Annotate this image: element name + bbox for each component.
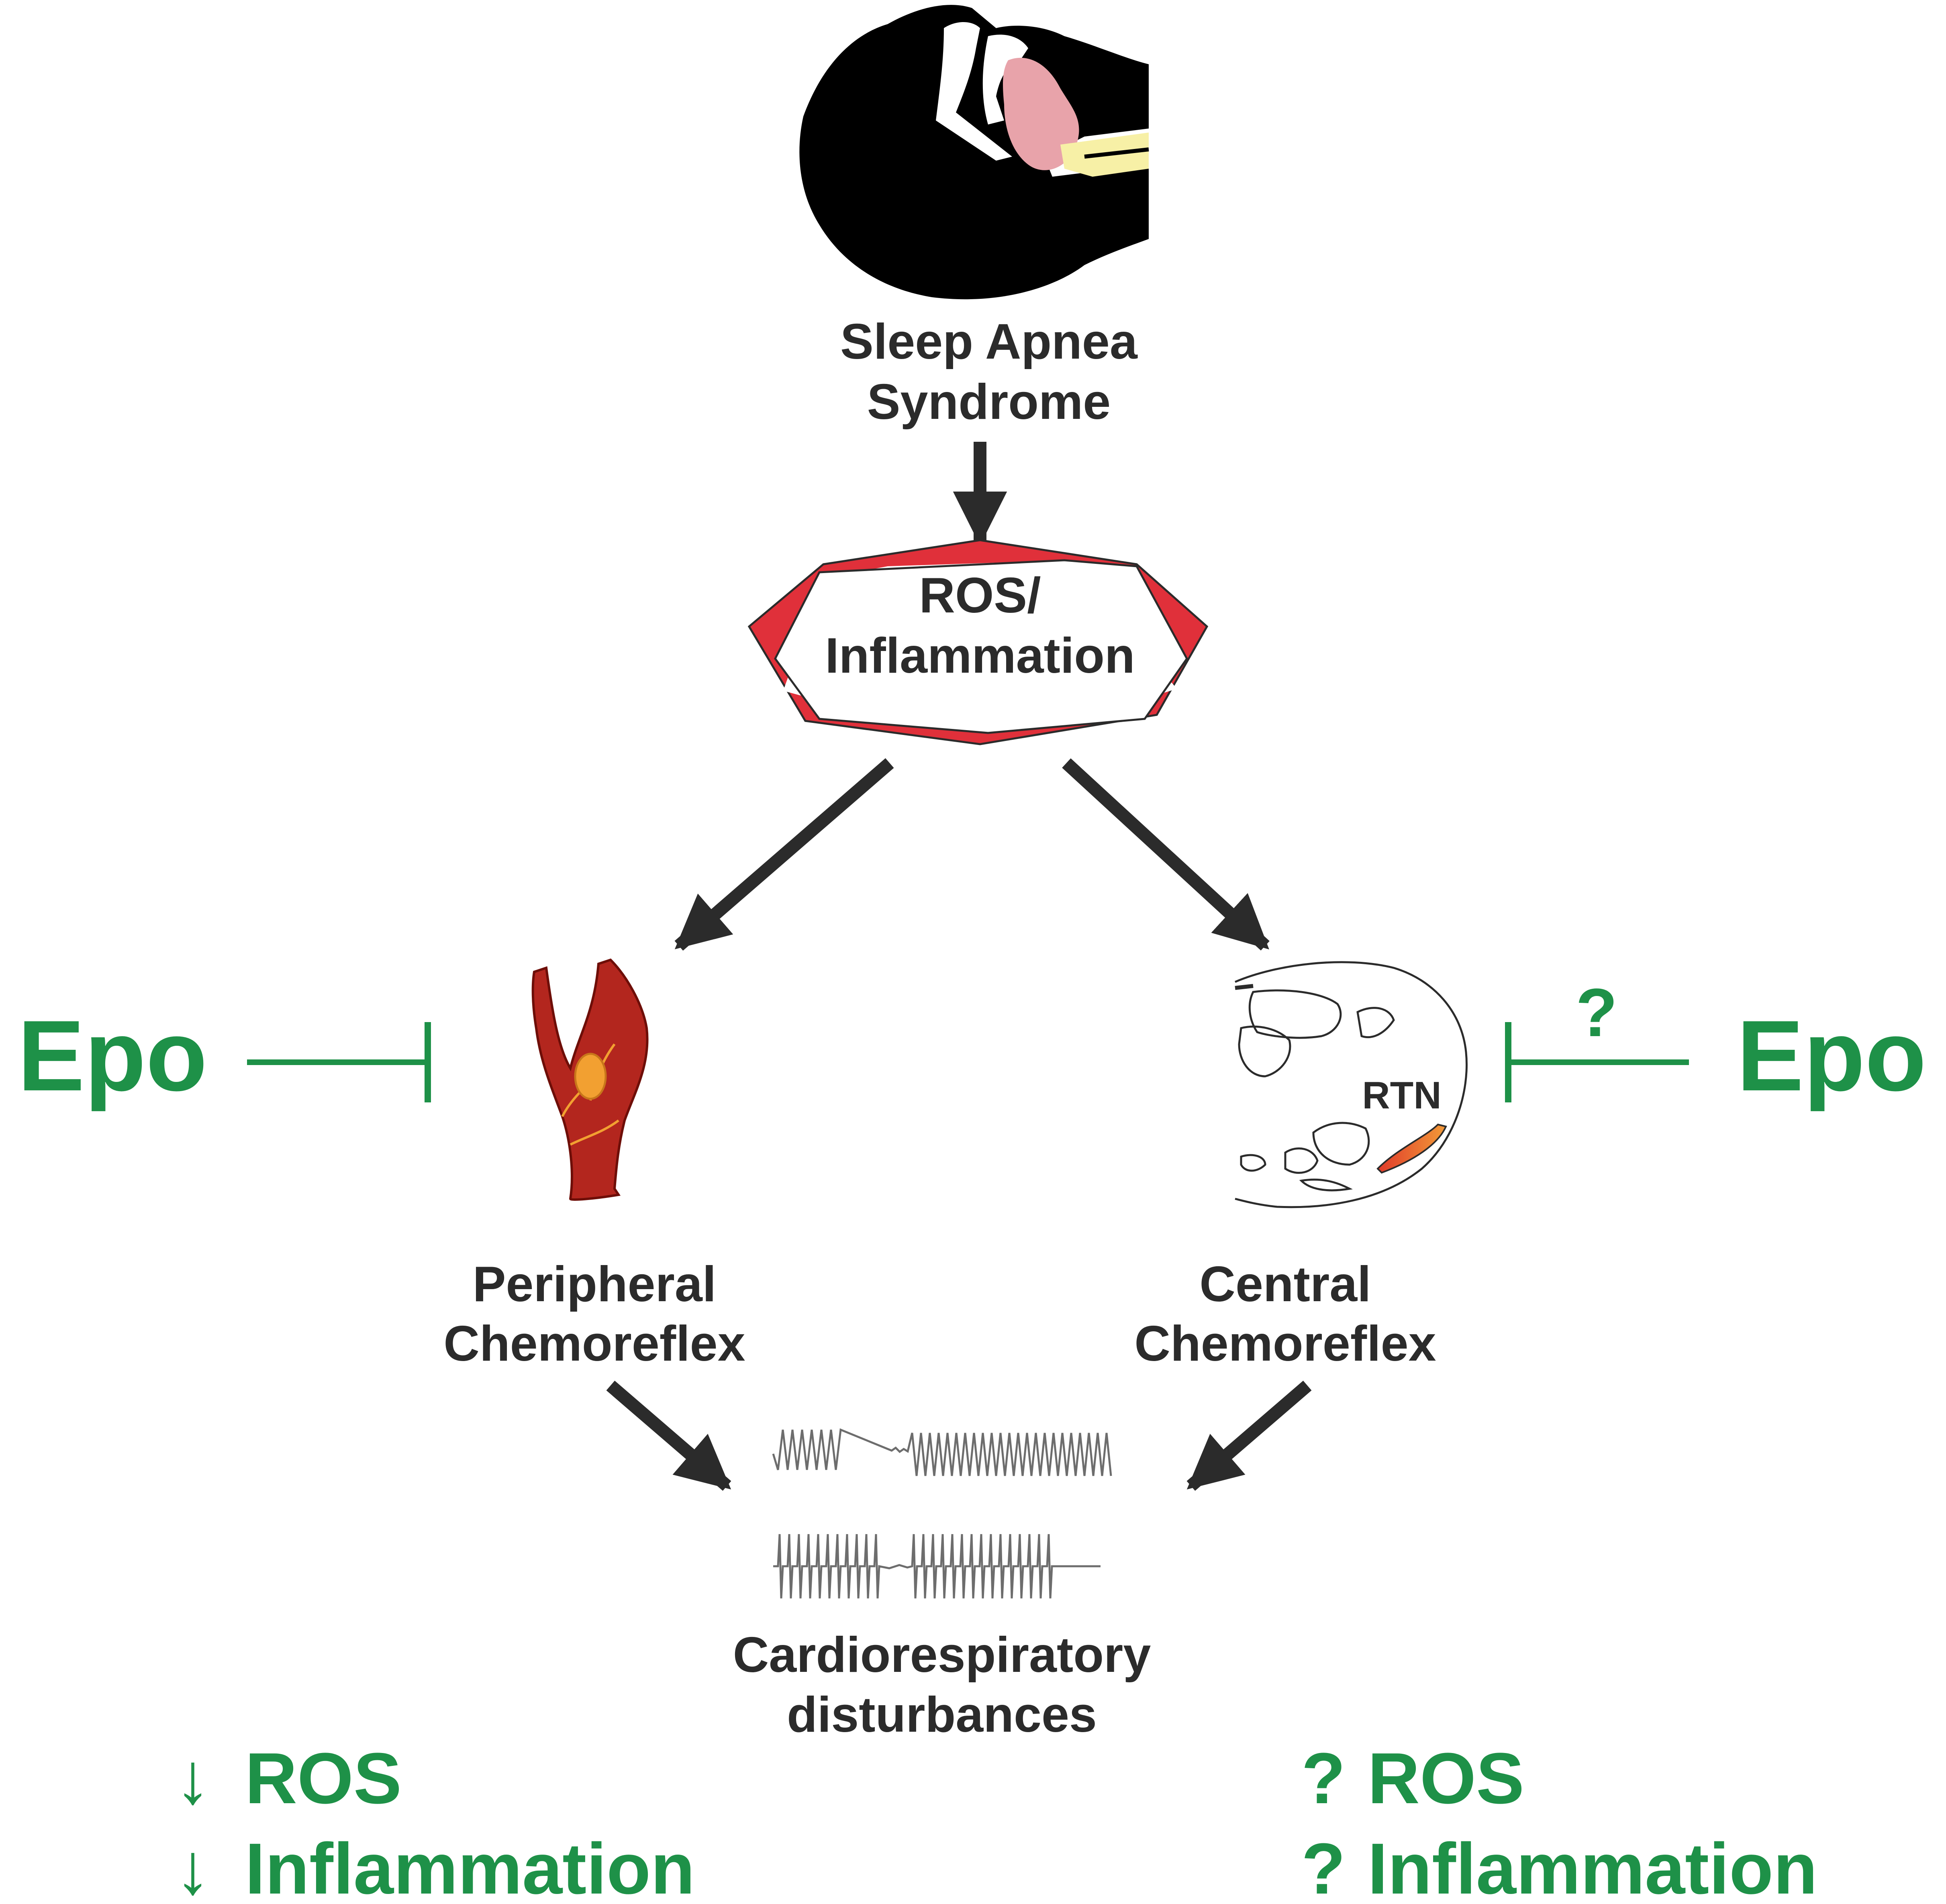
left-effect-text-2: Inflammation (245, 1828, 695, 1904)
disturbances-label-line2: disturbances (787, 1687, 1097, 1743)
arrow-peripheral-to-disturbances (606, 1380, 731, 1491)
ros-inflammation-star (747, 539, 1209, 745)
inflammation-label: Inflammation (825, 628, 1135, 684)
epo-left-label: Epo (18, 1000, 207, 1112)
brainstem-section-icon (1235, 961, 1468, 1208)
right-effect-marker-2: ? (1301, 1828, 1346, 1904)
sleep-apnea-label-line2: Syndrome (867, 374, 1111, 430)
arrow-central-to-disturbances (1186, 1380, 1312, 1491)
rtn-region (1376, 1123, 1447, 1174)
ecg-trace-icon (773, 1534, 1101, 1599)
rtn-label: RTN (1362, 1074, 1441, 1117)
carotid-body-icon (531, 958, 649, 1201)
ros-label: ROS/ (919, 568, 1041, 623)
left-effect-marker-2: ↓ (175, 1828, 211, 1904)
left-effect-marker-1: ↓ (175, 1738, 211, 1819)
peripheral-label-line2: Chemoreflex (443, 1316, 745, 1371)
central-label-line2: Chemoreflex (1134, 1316, 1436, 1371)
epo-right-label: Epo (1737, 1000, 1926, 1112)
right-effect-text-1: ROS (1368, 1738, 1524, 1819)
respiratory-trace-icon (772, 1428, 1112, 1476)
arrow-ros-to-peripheral (674, 758, 894, 951)
left-effect-text-1: ROS (245, 1738, 402, 1819)
arrow-ros-to-central (1062, 758, 1270, 951)
disturbances-label-line1: Cardiorespiratory (733, 1627, 1151, 1683)
sleep-apnea-label-line1: Sleep Apnea (840, 314, 1138, 369)
right-effect-text-2: Inflammation (1368, 1828, 1817, 1904)
peripheral-label-line1: Peripheral (473, 1257, 717, 1312)
head-silhouette-icon (799, 5, 1149, 300)
epo-right-question: ? (1576, 975, 1617, 1051)
central-label-line1: Central (1199, 1257, 1371, 1312)
right-effect-marker-1: ? (1301, 1738, 1346, 1819)
